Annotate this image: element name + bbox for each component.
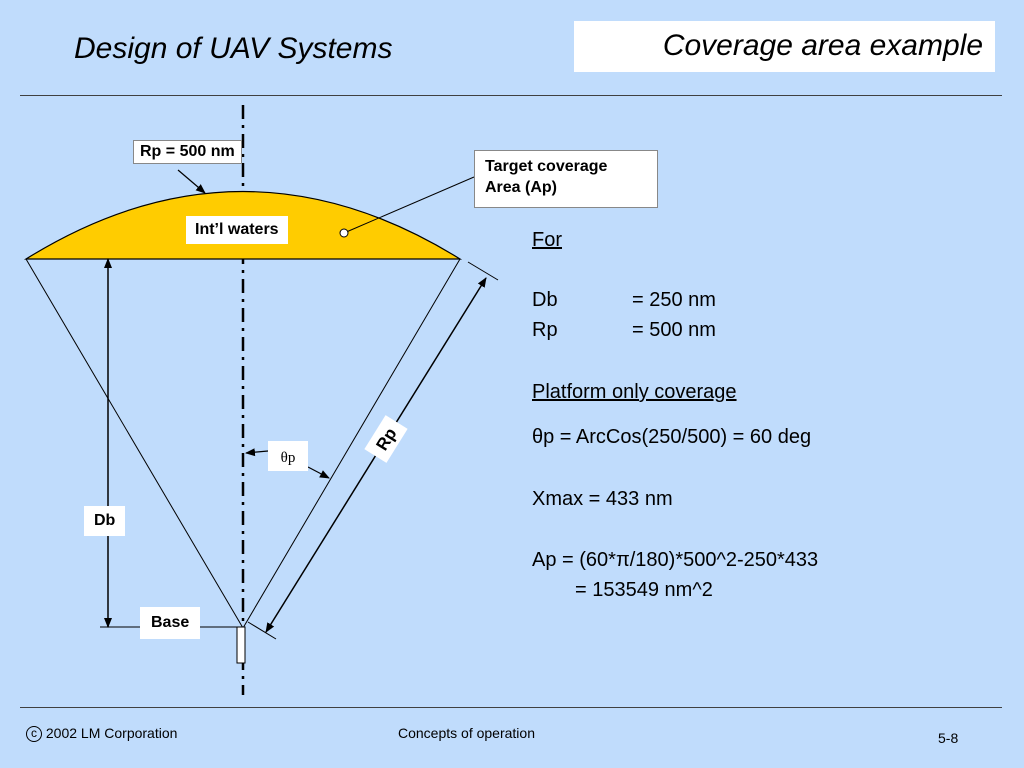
theta-label: θp	[281, 450, 296, 466]
target-area-line2: Area (Ap)	[485, 179, 558, 196]
platform-icon	[236, 626, 246, 664]
target-area-dot	[339, 228, 349, 238]
copyright-text: 2002 LM Corporation	[45, 725, 178, 741]
rp-side-label-box	[364, 415, 408, 463]
header-divider	[20, 95, 1002, 96]
topic-title: Coverage area example	[662, 29, 983, 62]
theta-arrow-right	[307, 466, 330, 479]
intl-waters-label: Int’l waters	[186, 216, 288, 244]
platform-heading: Platform only coverage	[532, 381, 737, 403]
rp-name: Rp	[532, 319, 558, 341]
topic-box: Coverage area example	[574, 21, 995, 72]
page-number: 5-8	[938, 730, 959, 746]
theta-label-box	[268, 441, 308, 471]
db-value: = 250 nm	[632, 289, 716, 311]
footer-divider	[20, 707, 1002, 708]
left-radius-line	[25, 258, 244, 629]
theta-arrow-left	[245, 448, 269, 457]
rp-value: = 500 nm	[632, 319, 716, 341]
coverage-diagram: Rp θp	[23, 105, 499, 695]
db-name: Db	[532, 289, 558, 311]
copyright: c 2002 LM Corporation	[26, 725, 178, 743]
ap-result: = 153549 nm^2	[575, 579, 713, 601]
target-area-line1: Target coverage	[485, 158, 608, 175]
copyright-icon: c	[26, 726, 42, 743]
footer-topic: Concepts of operation	[398, 725, 535, 741]
xmax-equation: Xmax = 433 nm	[532, 488, 673, 510]
ap-equation: Ap = (60*π/180)*500^2-250*433	[532, 549, 819, 571]
rp-top-label: Rp = 500 nm	[133, 140, 242, 164]
rp-top-leader	[177, 169, 206, 194]
for-heading: For	[532, 229, 562, 251]
db-label: Db	[84, 506, 126, 536]
theta-equation: θp = ArcCos(250/500) = 60 deg	[532, 426, 812, 448]
target-area-leader	[343, 176, 475, 234]
target-area-label: Target coverage Area (Ap)	[474, 150, 658, 208]
base-label: Base	[140, 607, 201, 639]
slide-title: Design of UAV Systems	[74, 32, 393, 65]
